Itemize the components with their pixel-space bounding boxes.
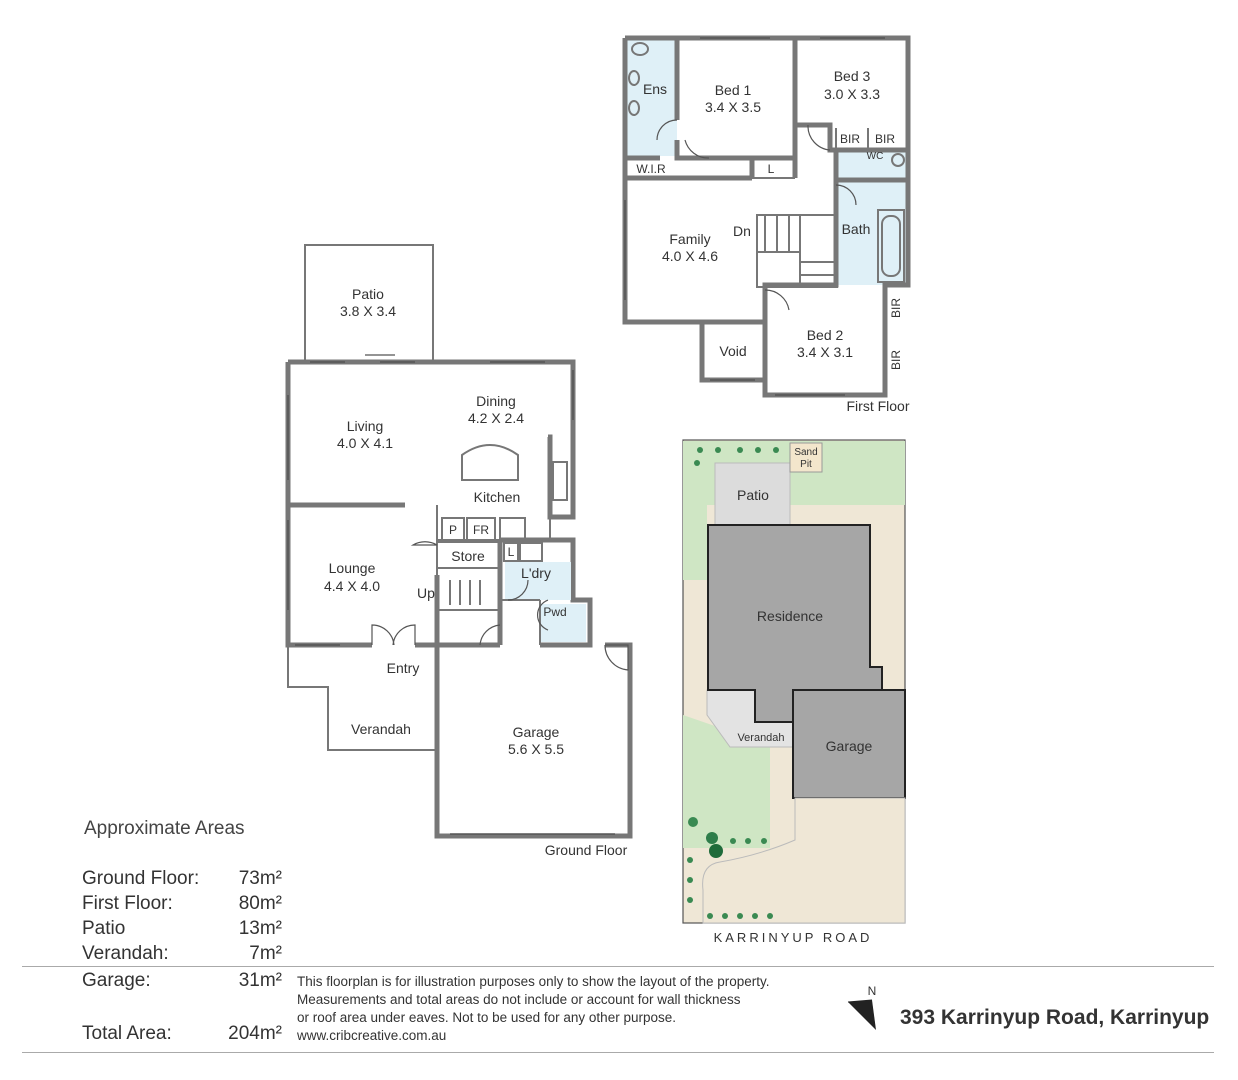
verandah-outline	[287, 645, 437, 751]
store-label: Store	[451, 548, 485, 564]
laundry-label: L'dry	[521, 565, 551, 581]
bed3-dims: 3.0 X 3.3	[824, 86, 880, 102]
living-label: Living	[347, 418, 384, 434]
kitchen-sink	[552, 461, 568, 501]
ground-floor-plan: Patio 3.8 X 3.4 Living 4.0 X 4.1 Dining …	[285, 244, 633, 858]
verandah-label: Verandah	[351, 721, 411, 737]
stair-up-label: Up	[417, 585, 435, 601]
north-arrow-icon: N	[847, 984, 877, 1030]
ensuite-label: Ens	[643, 81, 667, 97]
site-plan: Sand Pit Patio Residence Verandah Garage…	[682, 439, 906, 945]
dining-label: Dining	[476, 393, 516, 409]
shrubs	[687, 447, 779, 919]
dining-dims: 4.2 X 2.4	[468, 410, 524, 426]
bed2-dims: 3.4 X 3.1	[797, 344, 853, 360]
kitchen-label: Kitchen	[474, 489, 521, 505]
bir-label: BIR	[875, 132, 895, 146]
residence-label: Residence	[757, 608, 823, 624]
bed1-dims: 3.4 X 3.5	[705, 99, 761, 115]
compass-letter: N	[868, 984, 877, 998]
ground-floor-title: Ground Floor	[545, 842, 628, 858]
stair-down-label: Dn	[733, 223, 751, 239]
family-dims: 4.0 X 4.6	[662, 248, 718, 264]
divider	[22, 966, 1214, 967]
area-row: Garage:31m²	[82, 970, 282, 991]
linen-label: L	[508, 545, 515, 559]
sand-pit-label: Pit	[800, 459, 812, 470]
bathtub	[877, 209, 905, 283]
site-patio-label: Patio	[737, 487, 769, 503]
site-garage-label: Garage	[826, 738, 873, 754]
bed3-label: Bed 3	[834, 68, 871, 84]
void-label: Void	[719, 343, 746, 359]
lounge-label: Lounge	[329, 560, 376, 576]
bir-label: BIR	[889, 298, 903, 318]
sand-pit	[789, 442, 823, 473]
website-link[interactable]: www.cribcreative.com.au	[297, 1028, 447, 1043]
linen-label: L	[768, 162, 775, 176]
patio-label: Patio	[352, 286, 384, 302]
house-wall	[288, 359, 576, 520]
bath-label: Bath	[842, 221, 871, 237]
fridge-label: FR	[473, 523, 489, 537]
bed2-label: Bed 2	[807, 327, 844, 343]
area-row: First Floor:80m²	[82, 893, 282, 914]
property-address: 393 Karrinyup Road, Karrinyup	[900, 1006, 1210, 1029]
area-row: Verandah:7m²	[82, 943, 282, 964]
site-verandah-label: Verandah	[737, 732, 784, 744]
first-floor-title: First Floor	[847, 398, 910, 414]
areas-title: Approximate Areas	[84, 818, 245, 839]
sand-pit-label: Sand	[794, 447, 817, 458]
total-area-row: Total Area:204m²	[82, 1023, 282, 1044]
pantry-label: P	[449, 523, 457, 537]
wir-label: W.I.R	[636, 162, 666, 176]
street-name: KARRINYUP ROAD	[714, 930, 873, 945]
bed1-label: Bed 1	[715, 82, 752, 98]
divider	[22, 1052, 1214, 1053]
kitchen-island	[461, 444, 519, 481]
family-label: Family	[669, 231, 710, 247]
disclaimer: This floorplan is for illustration purpo…	[297, 973, 857, 1045]
first-floor-outer-wall	[622, 35, 911, 398]
garage-dims: 5.6 X 5.5	[508, 741, 564, 757]
area-row: Ground Floor:73m²	[82, 868, 282, 889]
garage-label: Garage	[513, 724, 560, 740]
entry-label: Entry	[387, 660, 420, 676]
powder-label: Pwd	[543, 605, 566, 619]
lounge-dims: 4.4 X 4.0	[324, 578, 380, 594]
first-floor-plan: Ens Bed 1 3.4 X 3.5 Bed 3 3.0 X 3.3 BIR …	[622, 35, 911, 414]
wc-label: WC	[867, 151, 884, 162]
patio-dims: 3.8 X 3.4	[340, 303, 396, 319]
living-dims: 4.0 X 4.1	[337, 435, 393, 451]
bir-label: BIR	[840, 132, 860, 146]
bir-label: BIR	[889, 350, 903, 370]
cooktop	[499, 517, 526, 541]
